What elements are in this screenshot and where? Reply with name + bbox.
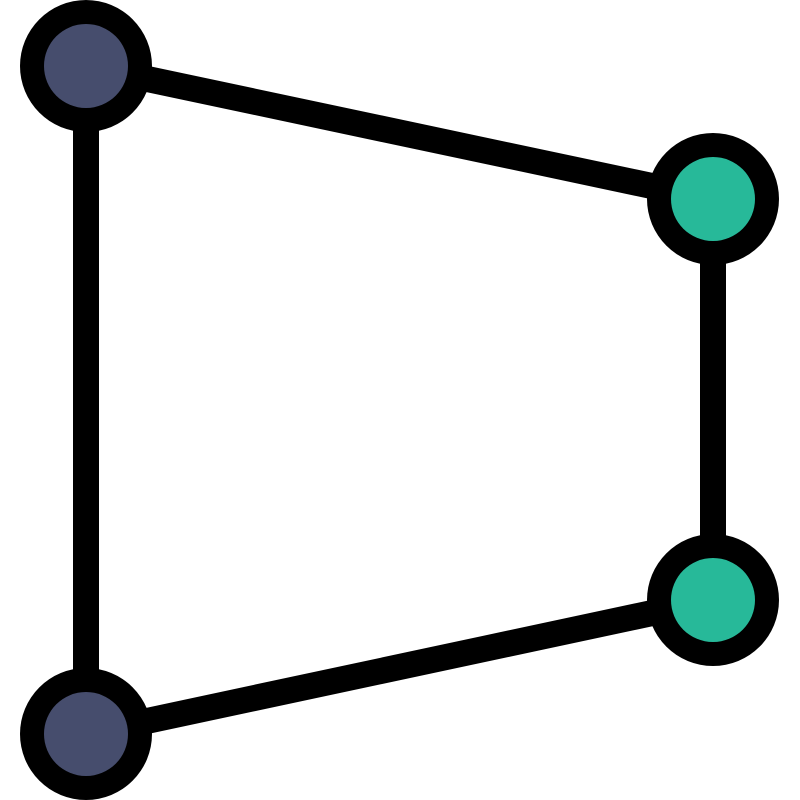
node-top-left [20, 0, 152, 132]
node-fill [44, 692, 128, 776]
edges [73, 53, 726, 747]
edge-bottom-right-bottom-left [83, 587, 716, 747]
node-top-right [647, 133, 779, 265]
node-bottom-right [647, 534, 779, 666]
node-fill [671, 558, 755, 642]
node-fill [671, 157, 755, 241]
node-fill [44, 24, 128, 108]
edge-top-left-top-right [83, 53, 716, 212]
nodes [20, 0, 779, 800]
node-bottom-left [20, 668, 152, 800]
